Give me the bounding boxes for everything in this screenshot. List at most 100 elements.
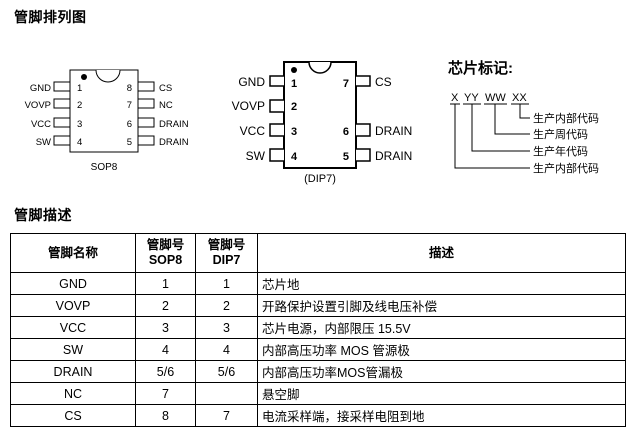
- dip7-pin-number: 1: [291, 78, 297, 90]
- sop8-package: GND VOVP VCC SW 1 2 3 4 CS NC DRAIN DRAI…: [25, 69, 189, 173]
- marking-legend-item: 生产周代码: [533, 127, 588, 141]
- cell-sop8: 7: [135, 382, 196, 405]
- sop8-pin-number: 3: [77, 119, 82, 130]
- cell-sop8: 3: [135, 316, 196, 339]
- cell-pin-name: VOVP: [10, 294, 136, 317]
- cell-description: 芯片电源，内部限压 15.5V: [257, 316, 626, 339]
- dip7-pin-number: 5: [343, 151, 349, 163]
- dip7-package: GND VOVP VCC SW 1 2 3 4 CS DRAIN DRAIN 7…: [232, 61, 412, 185]
- sop8-pin-number: 7: [127, 100, 132, 111]
- dip7-pin1-dot: [291, 67, 297, 73]
- dip7-pin-lead: [269, 123, 284, 137]
- pin-description-section-title: 管脚描述: [14, 208, 72, 224]
- sop8-pin-name: NC: [159, 100, 173, 111]
- cell-pin-name: VCC: [10, 316, 136, 339]
- dip7-pin-name: VOVP: [232, 99, 265, 113]
- sop8-pin-stub: [53, 81, 71, 92]
- sop8-pin-stub: [53, 117, 71, 128]
- sop8-pin-number: 8: [127, 83, 132, 94]
- sop8-pin-number: 5: [127, 137, 132, 148]
- dip7-pin-lead: [356, 148, 371, 162]
- dip7-label: (DIP7): [304, 173, 336, 185]
- cell-dip7: 2: [195, 294, 258, 317]
- cell-dip7: 1: [195, 272, 258, 295]
- sop8-body: [69, 69, 139, 153]
- header-sop8-line1: 管脚号: [146, 238, 185, 252]
- sop8-pin-stub: [137, 81, 155, 92]
- sop8-pin-name: VCC: [31, 119, 51, 130]
- dip7-pin-name: SW: [246, 149, 266, 163]
- marking-leader: [454, 104, 530, 169]
- cell-description: 悬空脚: [257, 382, 626, 405]
- table-row: VOVP 2 2 开路保护设置引脚及线电压补偿: [10, 294, 626, 317]
- sop8-pin-stub: [137, 135, 155, 146]
- table-row: GND 1 1 芯片地: [10, 272, 626, 295]
- dip7-pin-number: 7: [343, 78, 349, 90]
- cell-sop8: 2: [135, 294, 196, 317]
- cell-description: 内部高压功率MOS管漏极: [257, 360, 626, 383]
- sop8-notch: [95, 69, 121, 83]
- header-pin-name: 管脚名称: [10, 233, 136, 273]
- cell-sop8: 5/6: [135, 360, 196, 383]
- sop8-pin-name: DRAIN: [159, 119, 189, 130]
- header-sop8: 管脚号 SOP8: [135, 233, 196, 273]
- cell-description: 内部高压功率 MOS 管源极: [257, 338, 626, 361]
- sop8-pin-number: 1: [77, 83, 82, 94]
- sop8-pin-stub: [53, 98, 71, 109]
- sop8-pin-name: SW: [36, 137, 51, 148]
- cell-sop8: 1: [135, 272, 196, 295]
- marking-code-yy: YY: [464, 92, 479, 104]
- sop8-pin-name: CS: [159, 83, 172, 94]
- pin-description-table: 管脚名称 管脚号 SOP8 管脚号 DIP7 描述 GND 1 1 芯片地 VO…: [10, 233, 626, 427]
- table-row: CS 8 7 电流采样端，接采样电阻到地: [10, 404, 626, 427]
- cell-pin-name: CS: [10, 404, 136, 427]
- cell-description: 开路保护设置引脚及线电压补偿: [257, 294, 626, 317]
- table-row: SW 4 4 内部高压功率 MOS 管源极: [10, 338, 626, 361]
- dip7-pin-lead: [356, 123, 371, 137]
- header-description: 描述: [257, 233, 626, 273]
- dip7-pin-lead: [269, 75, 284, 87]
- dip7-pin-lead: [356, 75, 371, 87]
- marking-title: 芯片标记:: [448, 59, 513, 77]
- marking-code-xx: XX: [512, 92, 527, 104]
- dip7-pin-number: 4: [291, 151, 298, 163]
- table-header-row: 管脚名称 管脚号 SOP8 管脚号 DIP7 描述: [10, 233, 626, 273]
- cell-sop8: 8: [135, 404, 196, 427]
- cell-sop8: 4: [135, 338, 196, 361]
- dip7-pin-lead: [269, 99, 284, 113]
- dip7-pin-name: VCC: [240, 124, 266, 138]
- dip7-pin-number: 6: [343, 126, 349, 138]
- dip7-pin-name: CS: [375, 75, 392, 89]
- sop8-pin-stub: [53, 135, 71, 146]
- sop8-pin-stub: [137, 98, 155, 109]
- dip7-pin-number: 3: [291, 126, 297, 138]
- sop8-pin-name: GND: [30, 83, 51, 94]
- chip-marking: 芯片标记: X YY WW XX 生产内部代码 生产周代码 生产年代码 生产内部…: [448, 59, 599, 175]
- cell-dip7: 5/6: [195, 360, 258, 383]
- sop8-pin-number: 6: [127, 119, 132, 130]
- dip7-notch: [308, 61, 332, 74]
- sop8-pin-number: 4: [77, 137, 82, 148]
- marking-leader: [494, 104, 530, 135]
- dip7-pin-lead: [269, 148, 284, 162]
- marking-code-ww: WW: [485, 92, 506, 104]
- sop8-label: SOP8: [91, 162, 118, 173]
- cell-pin-name: DRAIN: [10, 360, 136, 383]
- sop8-pin-name: VOVP: [25, 100, 51, 111]
- pinout-section-title: 管脚排列图: [14, 10, 87, 26]
- dip7-pin-name: GND: [238, 75, 265, 89]
- cell-pin-name: GND: [10, 272, 136, 295]
- marking-leader: [471, 104, 530, 152]
- dip7-pin-name: DRAIN: [375, 149, 412, 163]
- table-row: NC 7 悬空脚: [10, 382, 626, 405]
- cell-pin-name: NC: [10, 382, 136, 405]
- cell-dip7: 4: [195, 338, 258, 361]
- dip7-pin-name: DRAIN: [375, 124, 412, 138]
- cell-pin-name: SW: [10, 338, 136, 361]
- header-sop8-line2: SOP8: [148, 253, 183, 267]
- sop8-pin-number: 2: [77, 100, 82, 111]
- marking-legend-item: 生产内部代码: [533, 161, 599, 175]
- cell-dip7: [195, 382, 258, 405]
- sop8-pin1-dot: [81, 74, 87, 80]
- cell-dip7: 3: [195, 316, 258, 339]
